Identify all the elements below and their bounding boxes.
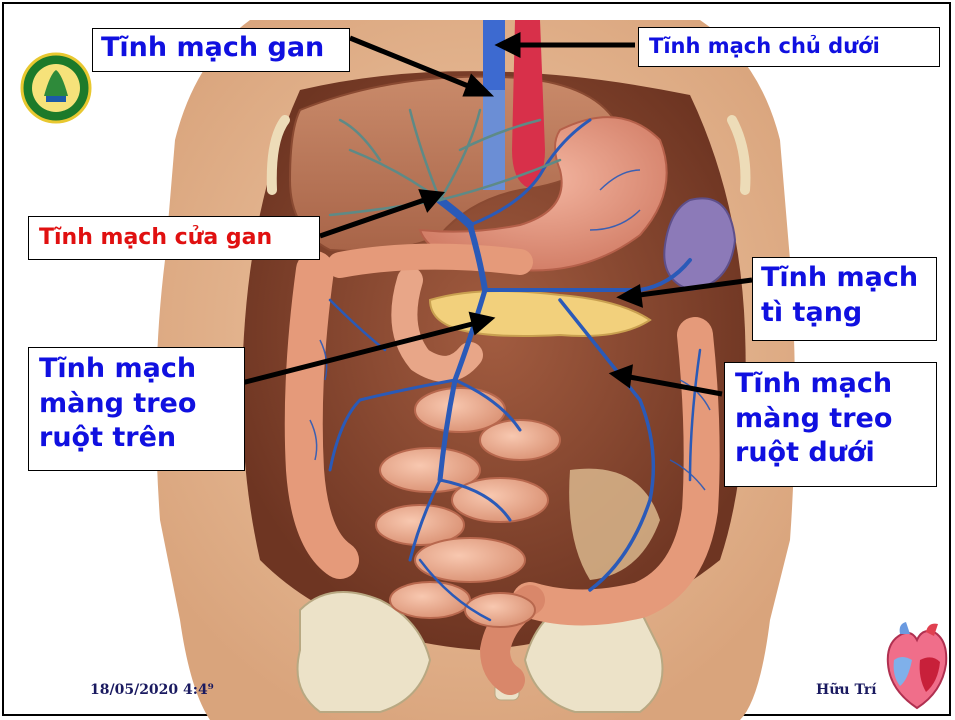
- label-inferior-mesenteric-vein-line1: Tĩnh mạch: [735, 367, 926, 402]
- label-inferior-mesenteric-vein: Tĩnh mạch màng treo ruột dưới: [724, 362, 937, 487]
- transverse-colon: [340, 257, 520, 265]
- label-portal-vein-text: Tĩnh mạch cửa gan: [39, 224, 309, 252]
- label-inferior-vena-cava: Tĩnh mạch chủ dưới: [638, 27, 940, 67]
- label-portal-vein: Tĩnh mạch cửa gan: [28, 216, 320, 260]
- label-superior-mesenteric-vein-line2: màng treo: [39, 387, 234, 422]
- footer-date: 18/05/2020 4:4⁹: [90, 682, 214, 698]
- university-logo: [20, 52, 92, 124]
- label-splenic-vein-line2: tì tạng: [761, 296, 928, 331]
- label-superior-mesenteric-vein: Tĩnh mạch màng treo ruột trên: [28, 347, 245, 471]
- label-hepatic-vein-text: Tĩnh mạch gan: [101, 31, 341, 66]
- label-inferior-mesenteric-vein-line2: màng treo: [735, 402, 926, 437]
- label-splenic-vein: Tĩnh mạch tì tạng: [752, 257, 937, 341]
- label-superior-mesenteric-vein-line1: Tĩnh mạch: [39, 352, 234, 387]
- heart-icon: [882, 620, 952, 712]
- label-inferior-mesenteric-vein-line3: ruột dưới: [735, 436, 926, 471]
- label-hepatic-vein: Tĩnh mạch gan: [92, 28, 350, 72]
- label-superior-mesenteric-vein-line3: ruột trên: [39, 421, 234, 456]
- label-splenic-vein-line1: Tĩnh mạch: [761, 261, 928, 296]
- footer-author: Hữu Trí: [816, 682, 877, 698]
- label-inferior-vena-cava-text: Tĩnh mạch chủ dưới: [649, 33, 929, 60]
